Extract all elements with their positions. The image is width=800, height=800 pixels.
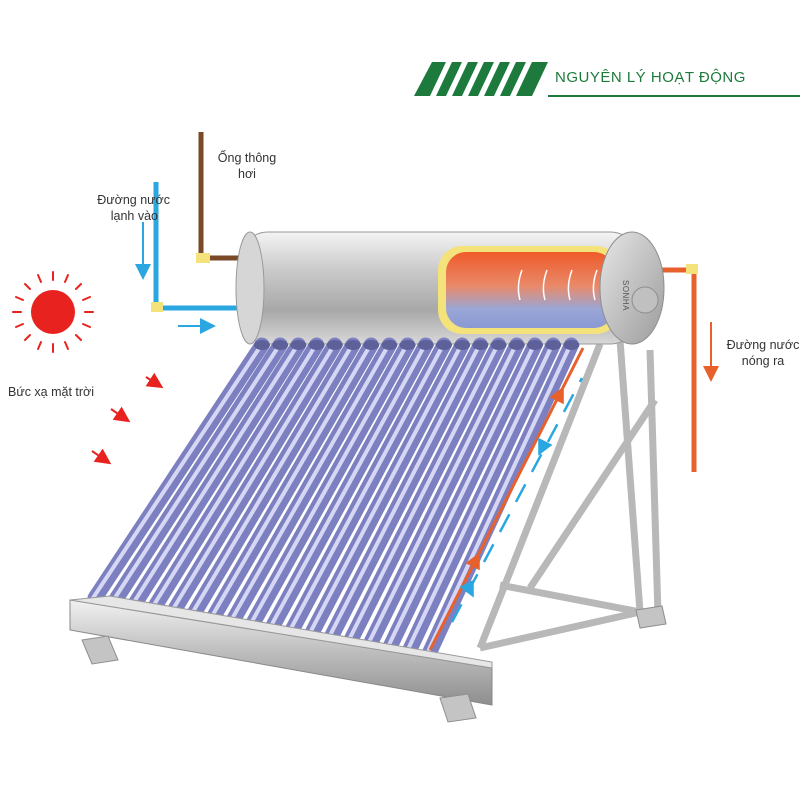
vent-pipe xyxy=(196,132,240,263)
header-banner xyxy=(414,62,800,97)
vacuum-tube-highlight xyxy=(130,345,299,608)
vacuum-tube-highlight xyxy=(403,345,554,658)
vacuum-tube-cap xyxy=(290,340,307,350)
vacuum-tube-highlight xyxy=(188,345,353,618)
vacuum-tube-cap xyxy=(563,340,580,350)
cold-water-inlet-pipe xyxy=(135,182,240,334)
vacuum-tube-cap xyxy=(454,340,471,350)
vacuum-tube-highlight xyxy=(247,345,408,629)
vacuum-tube-cap xyxy=(254,340,270,350)
solar-radiation-label: Bức xạ mặt trời xyxy=(8,385,95,399)
vacuum-tube-cap xyxy=(545,340,562,350)
vacuum-tube-highlight xyxy=(325,345,481,644)
support-frame xyxy=(476,339,662,652)
vacuum-tube-cap xyxy=(308,340,325,350)
vacuum-tube-highlight xyxy=(91,345,262,600)
vacuum-tube-highlight xyxy=(305,345,463,640)
vacuum-tube-cap xyxy=(490,340,507,350)
vent-pipe-label-line1: Ống thông xyxy=(217,151,277,165)
base-rail xyxy=(69,595,667,723)
vacuum-tube-cap xyxy=(345,340,361,350)
hot-water-outlet-pipe xyxy=(648,264,719,472)
radiation-arrows xyxy=(91,372,164,465)
vacuum-tube-highlight xyxy=(110,345,281,604)
vacuum-tube-highlight xyxy=(422,345,572,662)
sun-icon xyxy=(12,271,94,353)
hot-water-outlet-label-line2: nóng ra xyxy=(741,354,785,368)
cold-water-inlet-label: Đường nước lạnh vào xyxy=(40,192,170,224)
vacuum-tube-array xyxy=(87,337,580,667)
vacuum-tube-highlight xyxy=(266,345,426,633)
vacuum-tube-cap xyxy=(326,340,343,350)
vacuum-tube-highlight xyxy=(364,345,517,651)
cold-water-inlet-label-line2: lạnh vào xyxy=(110,209,158,223)
vacuum-tube-cap xyxy=(436,340,452,350)
page-title: NGUYÊN LÝ HOẠT ĐỘNG xyxy=(555,69,746,86)
vacuum-tube-highlight xyxy=(208,345,372,622)
vacuum-tube-highlight xyxy=(169,345,335,615)
vacuum-tube-highlight xyxy=(344,345,499,647)
storage-tank xyxy=(235,231,665,345)
vent-pipe-label: Ống thông hơi xyxy=(212,150,282,182)
hot-water-outlet-label: Đường nước nóng ra xyxy=(726,337,800,369)
vacuum-tube-cap xyxy=(363,340,380,350)
vacuum-tube-highlight xyxy=(286,345,444,636)
vacuum-tube-highlight xyxy=(383,345,535,654)
hot-water-outlet-label-line1: Đường nước xyxy=(726,338,800,352)
brand-logo: SONHA xyxy=(621,280,630,311)
vacuum-tube-highlight xyxy=(227,345,390,626)
vent-pipe-label-line2: hơi xyxy=(238,167,256,181)
vacuum-tube-cap xyxy=(399,340,416,350)
vacuum-tube-cap xyxy=(272,340,289,350)
vacuum-tube-cap xyxy=(508,340,525,350)
vacuum-tube-cap xyxy=(527,340,543,350)
vacuum-tube-cap xyxy=(472,340,489,350)
cold-water-inlet-label-line1: Đường nước xyxy=(97,193,170,207)
vacuum-tube-cap xyxy=(417,340,434,350)
vacuum-tube-highlight xyxy=(149,345,317,611)
tube-flow-arrows xyxy=(428,347,585,651)
vacuum-tube-cap xyxy=(381,340,398,350)
